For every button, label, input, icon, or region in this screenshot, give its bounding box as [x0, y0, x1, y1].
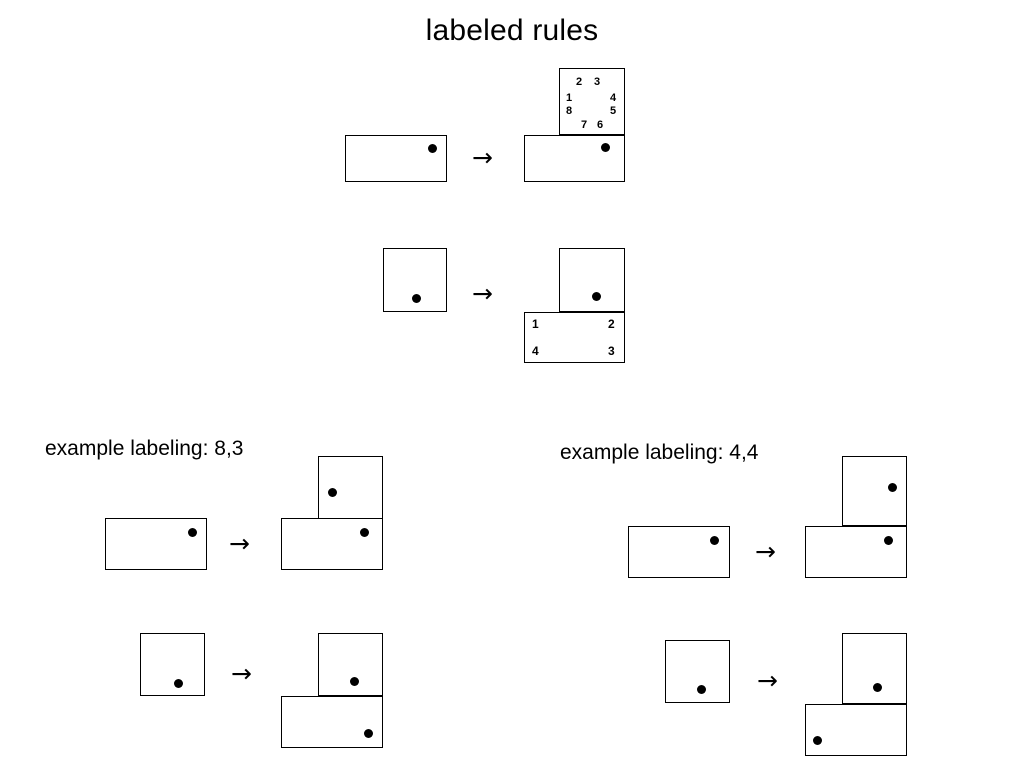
rule-1-rhs-base-dot [601, 143, 610, 152]
rule-1-rhs-base-rectangle [524, 135, 625, 182]
example-left-rule-1-arrow: → [229, 529, 250, 558]
rule-2-label-4: 4 [532, 344, 539, 358]
example-right-rule-1-lhs-rectangle [628, 526, 730, 578]
example-right-rule-2-rhs-square-dot [873, 683, 882, 692]
rule-2-lhs-dot [412, 294, 421, 303]
example-left-rule-1-rhs-base-rectangle [281, 518, 383, 570]
example-right-rule-1-rhs-square-dot [888, 483, 897, 492]
example-left-rule-2-lhs-square [140, 633, 205, 696]
rule-1-label-4: 4 [610, 92, 617, 104]
example-left-rule-1-rhs-base-dot [360, 528, 369, 537]
example-right-rule-2-rhs-square [842, 633, 907, 704]
rule-2-label-2: 2 [608, 317, 615, 331]
example-left-caption: example labeling: 8,3 [45, 437, 244, 460]
rule-1-lhs-rectangle [345, 135, 447, 182]
example-right-rule-1-rhs-base-rectangle [805, 526, 907, 578]
rule-1-label-5: 5 [610, 105, 617, 117]
example-right-rule-2-rhs-base-dot [813, 736, 822, 745]
example-left-rule-2-arrow: → [231, 659, 252, 688]
example-left-rule-1-lhs-rectangle [105, 518, 207, 570]
example-right-rule-2-arrow: → [757, 666, 778, 695]
example-left-rule-1-rhs-square-dot [328, 488, 337, 497]
example-left-rule-2-rhs-base-dot [364, 729, 373, 738]
rule-2-label-1: 1 [532, 317, 539, 331]
example-left-rule-1-rhs-square [318, 456, 383, 519]
rule-1-label-6: 6 [597, 119, 604, 131]
rule-1-rhs-labeled-square [559, 68, 625, 135]
example-left-rule-1-lhs-dot [188, 528, 197, 537]
example-left-rule-2-lhs-dot [174, 679, 183, 688]
rule-1-label-7: 7 [581, 119, 588, 131]
rule-2-rhs-square [559, 248, 625, 312]
example-left-rule-2-rhs-square-dot [350, 677, 359, 686]
example-right-rule-1-rhs-base-dot [884, 536, 893, 545]
page-title: labeled rules [425, 14, 599, 47]
rule-2-arrow: → [472, 279, 493, 308]
example-right-rule-2-lhs-square [665, 640, 730, 703]
rule-1-label-1: 1 [566, 92, 573, 104]
example-left-rule-2-rhs-base-rectangle [281, 696, 383, 748]
example-left-rule-2-rhs-square [318, 633, 383, 696]
rule-2-rhs-square-dot [592, 292, 601, 301]
rule-2-rhs-labeled-rectangle [524, 312, 625, 363]
example-right-rule-1-rhs-square [842, 456, 907, 526]
example-right-rule-1-lhs-dot [710, 536, 719, 545]
rule-1-label-2: 2 [576, 76, 583, 88]
example-right-caption: example labeling: 4,4 [560, 441, 759, 464]
rule-2-label-3: 3 [608, 344, 615, 358]
rule-1-lhs-dot [428, 144, 437, 153]
example-right-rule-2-rhs-base-rectangle [805, 704, 907, 756]
example-right-rule-2-lhs-dot [697, 685, 706, 694]
example-right-rule-1-arrow: → [755, 537, 776, 566]
rule-1-label-3: 3 [594, 76, 601, 88]
rule-1-label-8: 8 [566, 105, 573, 117]
rule-1-arrow: → [472, 143, 493, 172]
